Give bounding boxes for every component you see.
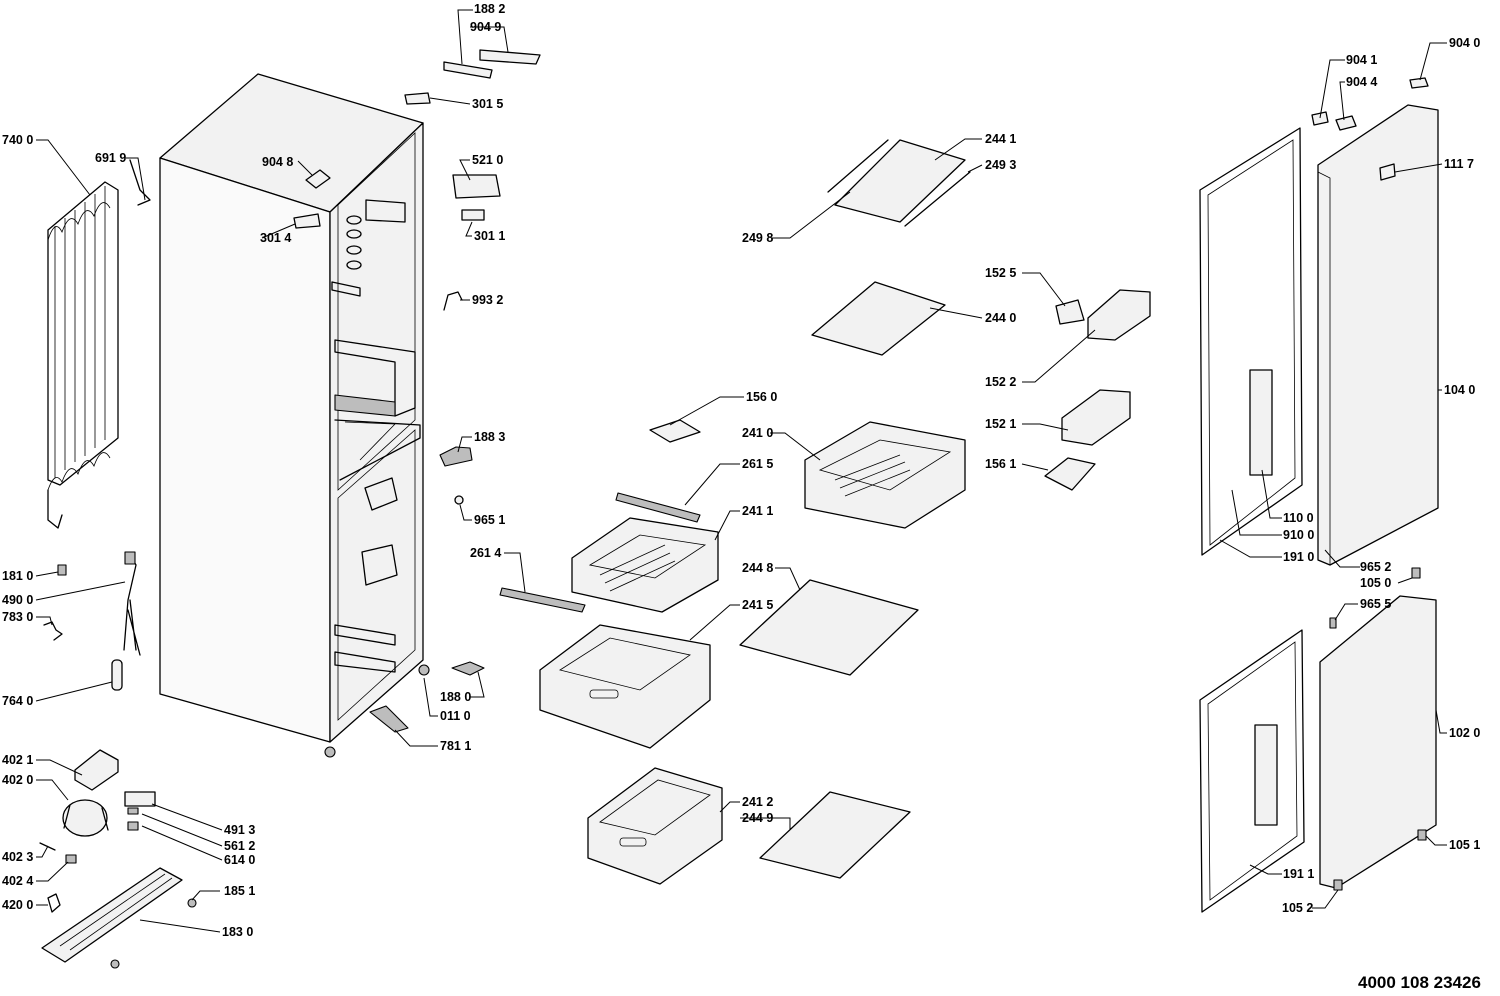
label-249-3: 249 3: [985, 158, 1016, 172]
label-965-5: 965 5: [1360, 597, 1391, 611]
label-491-3: 491 3: [224, 823, 255, 837]
freezer-door-assembly: [1199, 567, 1437, 913]
label-183-0: 183 0: [222, 925, 253, 939]
label-244-9: 244 9: [742, 811, 773, 825]
label-241-2: 241 2: [742, 795, 773, 809]
label-188-3: 188 3: [474, 430, 505, 444]
label-241-0: 241 0: [742, 426, 773, 440]
label-156-1: 156 1: [985, 457, 1016, 471]
label-691-9: 691 9: [95, 151, 126, 165]
label-188-2: 188 2: [474, 2, 505, 16]
label-105-2: 105 2: [1282, 901, 1313, 915]
label-910-0: 910 0: [1283, 528, 1314, 542]
label-185-1: 185 1: [224, 884, 255, 898]
label-402-1: 402 1: [2, 753, 33, 767]
label-781-1: 781 1: [440, 739, 471, 753]
label-420-0: 420 0: [2, 898, 33, 912]
label-402-3: 402 3: [2, 850, 33, 864]
label-104-0: 104 0: [1444, 383, 1475, 397]
label-904-0: 904 0: [1449, 36, 1480, 50]
label-191-1: 191 1: [1283, 867, 1314, 881]
refrigerator-cabinet: [159, 73, 430, 758]
label-965-2: 965 2: [1360, 560, 1391, 574]
fridge-door-assembly: [1199, 77, 1439, 566]
label-152-1: 152 1: [985, 417, 1016, 431]
label-614-0: 614 0: [224, 853, 255, 867]
label-301-4: 301 4: [260, 231, 291, 245]
label-783-0: 783 0: [2, 610, 33, 624]
compressor-base-plate: [41, 867, 197, 969]
label-241-5: 241 5: [742, 598, 773, 612]
label-561-2: 561 2: [224, 839, 255, 853]
label-402-4: 402 4: [2, 874, 33, 888]
condenser-coil: [47, 181, 119, 529]
label-904-8: 904 8: [262, 155, 293, 169]
label-244-8: 244 8: [742, 561, 773, 575]
label-105-0: 105 0: [1360, 576, 1391, 590]
top-cabinet-parts: [293, 49, 541, 733]
document-number: 4000 108 23426: [1358, 973, 1481, 992]
part-number-labels: 188 2 904 9 301 5 740 0 691 9 904 8 521 …: [2, 2, 1480, 939]
label-241-1: 241 1: [742, 504, 773, 518]
door-shelves: [1044, 289, 1151, 491]
label-105-1: 105 1: [1449, 838, 1480, 852]
label-764-0: 764 0: [2, 694, 33, 708]
label-402-0: 402 0: [2, 773, 33, 787]
label-111-7: 111 7: [1444, 157, 1474, 171]
label-301-5: 301 5: [472, 97, 503, 111]
label-188-0: 188 0: [440, 690, 471, 704]
label-904-4: 904 4: [1346, 75, 1377, 89]
label-110-0: 110 0: [1283, 511, 1314, 525]
label-156-0: 156 0: [746, 390, 777, 404]
label-181-0: 181 0: [2, 569, 33, 583]
label-244-1: 244 1: [985, 132, 1016, 146]
label-301-1: 301 1: [474, 229, 505, 243]
label-904-1: 904 1: [1346, 53, 1377, 67]
label-521-0: 521 0: [472, 153, 503, 167]
label-152-5: 152 5: [985, 266, 1016, 280]
label-490-0: 490 0: [2, 593, 33, 607]
label-261-4: 261 4: [470, 546, 501, 560]
label-740-0: 740 0: [2, 133, 33, 147]
label-191-0: 191 0: [1283, 550, 1314, 564]
crisper-drawers: [499, 419, 966, 885]
label-249-8: 249 8: [742, 231, 773, 245]
label-904-9: 904 9: [470, 20, 501, 34]
label-261-5: 261 5: [742, 457, 773, 471]
label-102-0: 102 0: [1449, 726, 1480, 740]
leader-lines: [35, 9, 1447, 933]
glass-shelves: [739, 139, 971, 879]
label-152-2: 152 2: [985, 375, 1016, 389]
small-parts-left: [39, 159, 156, 913]
label-965-1: 965 1: [474, 513, 505, 527]
label-244-0: 244 0: [985, 311, 1016, 325]
label-011-0: 011 0: [440, 709, 471, 723]
label-993-2: 993 2: [472, 293, 503, 307]
